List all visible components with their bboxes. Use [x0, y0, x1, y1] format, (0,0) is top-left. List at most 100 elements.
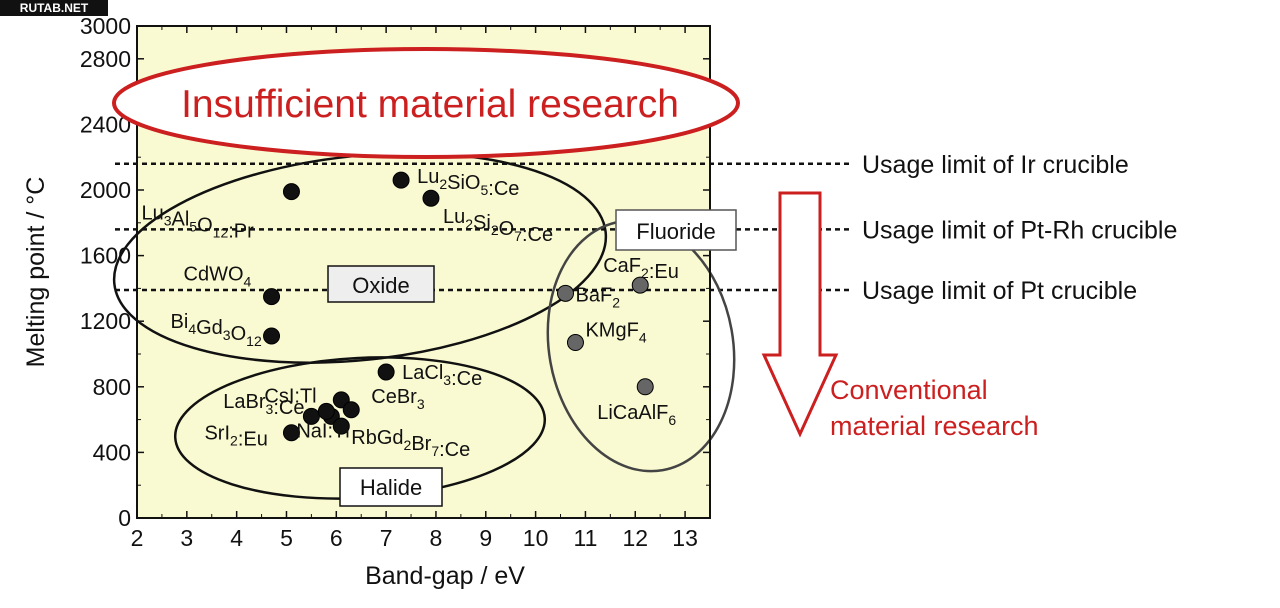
data-point: [422, 189, 440, 207]
label-subscript: 2: [404, 437, 412, 453]
label-text: Bi: [171, 311, 189, 333]
x-tick-label: 13: [672, 525, 698, 551]
data-point: [636, 378, 654, 396]
x-tick-label: 8: [430, 525, 443, 551]
point-label: CaF2:Eu: [603, 255, 679, 283]
point-label: Lu2Si2O7:Ce: [443, 206, 553, 246]
halide-label-box: [339, 467, 443, 507]
data-point: [342, 401, 360, 419]
fluoride-label: Fluoride: [636, 219, 715, 244]
label-text: SiO: [447, 172, 480, 194]
point-label: NaI:Tl: [296, 420, 349, 442]
label-text: Lu: [417, 166, 439, 188]
y-tick-label: 1600: [80, 243, 131, 269]
x-tick-label: 11: [573, 525, 597, 551]
label-text: :Ce: [451, 368, 482, 390]
label-text: Si: [473, 212, 491, 234]
x-tick-label: 5: [280, 525, 293, 551]
x-tick-label: 3: [180, 525, 193, 551]
y-tick-label: 3000: [80, 13, 131, 39]
label-subscript: 3: [266, 401, 274, 417]
label-subscript: 6: [668, 412, 676, 428]
data-points: Lu3Al5O12:PrLu2SiO5:CeLu2Si2O7:CeCdWO4Bi…: [141, 166, 678, 461]
y-tick-label: 800: [93, 374, 131, 400]
x-axis-title: Band-gap / eV: [365, 562, 525, 590]
data-point: [282, 424, 300, 442]
x-tick-label: 4: [230, 525, 243, 551]
label-subscript: 5: [189, 219, 197, 235]
data-point: [566, 334, 584, 352]
label-subscript: 3: [443, 372, 451, 388]
label-text: :Ce: [439, 439, 470, 461]
label-text: RbGd: [351, 427, 403, 449]
label-text: CdWO: [184, 264, 244, 286]
insufficient-label: Insufficient material research: [181, 83, 679, 126]
label-text: Lu: [141, 203, 163, 225]
label-subscript: 12: [213, 225, 229, 241]
label-text: CsI:Tl: [264, 385, 316, 407]
label-subscript: 3: [417, 396, 425, 412]
insufficient-ellipse: [112, 47, 740, 159]
label-subscript: 2: [465, 216, 473, 232]
point-label: CdWO4: [184, 264, 252, 290]
reference-line-label: Usage limit of Ir crucible: [862, 151, 1129, 179]
data-point: [317, 402, 335, 420]
data-point: [392, 171, 410, 189]
label-subscript: 2: [230, 433, 238, 449]
reference-line-label: Usage limit of Pt-Rh crucible: [862, 216, 1177, 244]
label-subscript: 3: [164, 213, 172, 229]
data-point: [302, 407, 320, 425]
label-subscript: 12: [246, 333, 262, 349]
label-text: O: [499, 218, 515, 240]
label-subscript: 7: [431, 443, 439, 459]
label-subscript: 4: [188, 321, 196, 337]
label-text: LiCaAlF: [597, 402, 668, 424]
label-subscript: 2: [641, 265, 649, 281]
point-label: Lu2SiO5:Ce: [417, 166, 519, 200]
point-label: CeBr3: [371, 386, 425, 412]
label-text: Al: [172, 209, 190, 231]
point-label: SrI2:Eu: [204, 423, 267, 451]
y-tick-label: 1200: [80, 308, 131, 334]
label-subscript: 7: [514, 228, 522, 244]
conventional-label-line1: Conventional: [830, 375, 988, 405]
label-text: BaF: [576, 284, 613, 306]
point-label: KMgF4: [585, 320, 646, 346]
label-subscript: 2: [612, 294, 620, 310]
label-text: CeBr: [371, 386, 417, 408]
label-text: Lu: [443, 206, 465, 228]
data-point: [332, 417, 350, 435]
data-point: [631, 276, 649, 294]
label-subscript: 2: [439, 176, 447, 192]
conventional-label-line2: material research: [830, 411, 1039, 441]
label-text: :Ce: [488, 178, 519, 200]
label-text: KMgF: [585, 320, 638, 342]
reference-line-label: Usage limit of Pt crucible: [862, 277, 1137, 305]
label-subscript: 4: [244, 274, 252, 290]
oxide-label: Oxide: [352, 273, 409, 298]
y-tick-label: 0: [118, 505, 131, 531]
label-text: O: [197, 215, 213, 237]
label-text: CaF: [603, 255, 641, 277]
point-label: BaF2: [576, 284, 621, 310]
y-tick-label: 2000: [80, 177, 131, 203]
x-tick-label: 12: [622, 525, 648, 551]
label-text: :Ce: [522, 224, 553, 246]
oxide-label-box: [327, 265, 435, 303]
halide-label: Halide: [360, 475, 422, 500]
downward-arrow: [761, 191, 839, 438]
data-point: [263, 288, 281, 306]
point-label: LaCl3:Ce: [402, 362, 482, 390]
fluoride-label-box: [615, 209, 737, 251]
label-text: :Ce: [273, 397, 304, 419]
point-label: Lu3Al5O12:Pr: [141, 203, 254, 243]
label-text: LaBr: [223, 391, 266, 413]
label-text: :Pr: [228, 221, 254, 243]
y-tick-label: 2800: [80, 46, 131, 72]
label-text: :Eu: [238, 429, 268, 451]
plot-frame: [136, 25, 711, 519]
point-label: LiCaAlF6: [597, 402, 676, 428]
data-point: [282, 183, 300, 201]
